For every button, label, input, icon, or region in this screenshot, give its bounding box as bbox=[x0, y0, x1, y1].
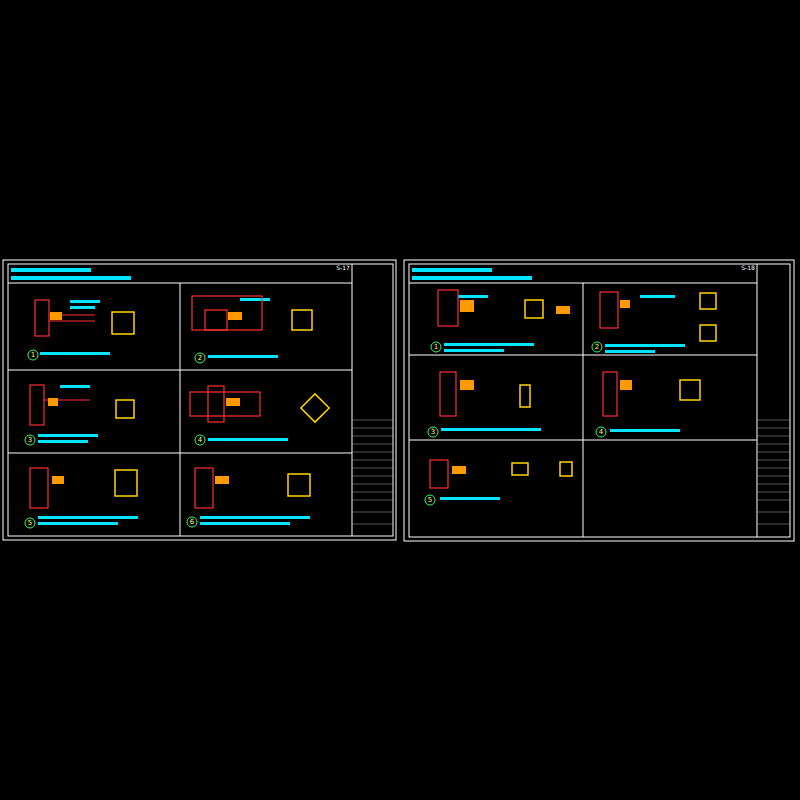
callout-number: 3 bbox=[28, 436, 32, 444]
callout-number: 1 bbox=[434, 343, 438, 351]
callout-number: 6 bbox=[190, 518, 194, 526]
callout-number: 3 bbox=[431, 428, 435, 436]
sheet-number: S-17 bbox=[336, 264, 350, 272]
callout-number: 1 bbox=[31, 351, 35, 359]
callout-number: 5 bbox=[428, 496, 432, 504]
callout-number: 4 bbox=[599, 428, 603, 436]
sheet-number: S-18 bbox=[741, 264, 755, 272]
callout-number: 5 bbox=[28, 519, 32, 527]
callout-number: 4 bbox=[198, 436, 202, 444]
callout-number: 2 bbox=[198, 354, 202, 362]
callout-number: 2 bbox=[595, 343, 599, 351]
